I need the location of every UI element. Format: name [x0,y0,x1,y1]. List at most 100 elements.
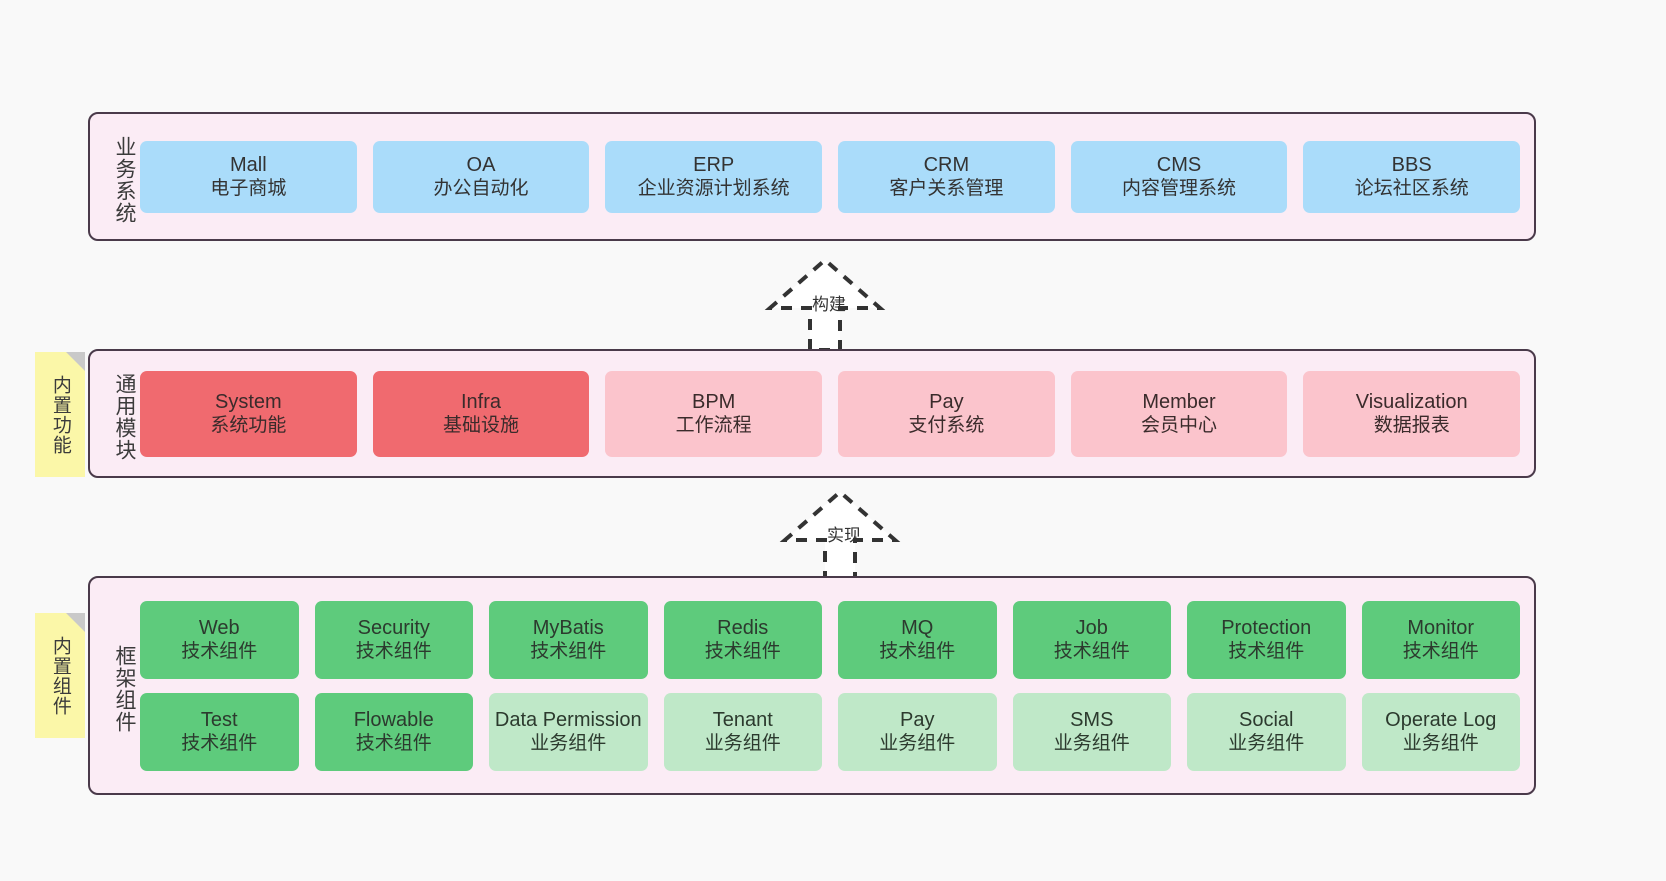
card-subtitle: 技术组件 [879,641,956,663]
card-pay[interactable]: Pay 支付系统 [838,370,1055,457]
card-protection[interactable]: Protection 技术组件 [1187,600,1346,679]
card-title: Job [1075,616,1108,639]
card-title: Protection [1221,616,1312,639]
card-subtitle: 数据报表 [1373,415,1450,437]
card-subtitle: 技术组件 [704,641,781,663]
card-subtitle: 电子商城 [210,178,287,200]
card-title: ERP [693,153,735,176]
card-mybatis[interactable]: MyBatis 技术组件 [489,600,648,679]
card-title: SMS [1070,708,1114,731]
layer-business-title: 业务系统 [113,135,136,224]
card-mq[interactable]: MQ 技术组件 [838,600,997,679]
card-data-permission[interactable]: Data Permission 业务组件 [489,692,648,771]
card-visualization[interactable]: Visualization 数据报表 [1303,370,1521,457]
card-bbs[interactable]: BBS 论坛社区系统 [1303,140,1521,213]
card-mall[interactable]: Mall 电子商城 [140,140,357,213]
layer-common-title: 通用模块 [113,372,136,461]
card-title: MyBatis [532,616,604,639]
card-subtitle: 技术组件 [530,641,607,663]
card-pay-business[interactable]: Pay 业务组件 [838,692,997,771]
card-title: Test [200,708,238,731]
card-title: MQ [901,616,934,639]
card-title: CRM [923,153,970,176]
card-subtitle: 内容管理系统 [1122,178,1237,200]
card-subtitle: 论坛社区系统 [1354,178,1469,200]
card-subtitle: 技术组件 [1228,641,1305,663]
card-title: System [214,390,282,413]
card-subtitle: 业务组件 [1402,733,1479,755]
card-subtitle: 企业资源计划系统 [637,178,790,200]
card-title: Member [1142,390,1216,413]
card-flowable[interactable]: Flowable 技术组件 [314,692,473,771]
card-subtitle: 技术组件 [355,641,432,663]
card-title: OA [466,153,496,176]
card-title: Web [198,616,240,639]
card-security[interactable]: Security 技术组件 [314,600,473,679]
card-subtitle: 业务组件 [879,733,956,755]
card-crm[interactable]: CRM 客户关系管理 [838,140,1055,213]
layer-common-body: System 系统功能 Infra 基础设施 BPM 工作流程 Pay 支付系统… [136,351,1534,476]
card-title: Tenant [712,708,773,731]
card-sms[interactable]: SMS 业务组件 [1012,692,1171,771]
layer-framework-body: Web 技术组件 Security 技术组件 MyBatis 技术组件 Redi… [136,578,1534,793]
card-subtitle: 业务组件 [704,733,781,755]
card-job[interactable]: Job 技术组件 [1012,600,1171,679]
layer-business-system: 业务系统 Mall 电子商城 OA 办公自动化 ERP 企业资源计划系统 CRM… [88,112,1536,241]
card-title: Infra [460,390,502,413]
layer-framework-component: 框架组件 Web 技术组件 Security 技术组件 MyBatis 技术组件… [88,576,1536,795]
card-title: CMS [1156,153,1202,176]
card-row: Web 技术组件 Security 技术组件 MyBatis 技术组件 Redi… [140,600,1520,679]
card-title: Monitor [1407,616,1475,639]
card-subtitle: 办公自动化 [433,178,529,200]
card-subtitle: 客户关系管理 [889,178,1004,200]
connector-implement-label: 实现 [827,526,861,545]
card-test[interactable]: Test 技术组件 [140,692,299,771]
card-subtitle: 业务组件 [530,733,607,755]
card-title: Visualization [1355,390,1468,413]
card-row: System 系统功能 Infra 基础设施 BPM 工作流程 Pay 支付系统… [140,370,1521,457]
layer-common-module: 通用模块 System 系统功能 Infra 基础设施 BPM 工作流程 Pay… [88,349,1536,478]
card-infra[interactable]: Infra 基础设施 [372,370,590,457]
card-title: BPM [692,390,736,413]
card-title: Flowable [353,708,434,731]
card-title: Mall [230,153,267,176]
card-subtitle: 工作流程 [675,415,752,437]
card-tenant[interactable]: Tenant 业务组件 [663,692,822,771]
card-title: Redis [717,616,769,639]
card-social[interactable]: Social 业务组件 [1187,692,1346,771]
card-redis[interactable]: Redis 技术组件 [663,600,822,679]
card-subtitle: 基础设施 [443,415,520,437]
card-subtitle: 会员中心 [1141,415,1218,437]
card-title: Pay [929,390,964,413]
card-title: Operate Log [1385,708,1497,731]
sticky-note-builtin-components: 内置组件 [35,613,85,738]
card-subtitle: 技术组件 [1402,641,1479,663]
card-subtitle: 业务组件 [1228,733,1305,755]
card-title: Social [1239,708,1294,731]
card-title: Data Permission [494,708,642,731]
card-subtitle: 技术组件 [181,733,258,755]
sticky-note-builtin-features: 内置功能 [35,352,85,477]
card-oa[interactable]: OA 办公自动化 [372,140,590,213]
card-subtitle: 业务组件 [1053,733,1130,755]
card-monitor[interactable]: Monitor 技术组件 [1361,600,1520,679]
card-operate-log[interactable]: Operate Log 业务组件 [1361,692,1520,771]
card-bpm[interactable]: BPM 工作流程 [605,370,823,457]
card-subtitle: 技术组件 [1053,641,1130,663]
card-member[interactable]: Member 会员中心 [1070,370,1288,457]
card-subtitle: 技术组件 [181,641,258,663]
card-subtitle: 支付系统 [908,415,985,437]
layer-business-body: Mall 电子商城 OA 办公自动化 ERP 企业资源计划系统 CRM 客户关系… [136,114,1534,239]
card-cms[interactable]: CMS 内容管理系统 [1070,140,1288,213]
card-title: Security [357,616,430,639]
card-title: Pay [900,708,935,731]
card-system[interactable]: System 系统功能 [140,370,357,457]
card-erp[interactable]: ERP 企业资源计划系统 [605,140,823,213]
card-subtitle: 技术组件 [355,733,432,755]
card-web[interactable]: Web 技术组件 [140,600,299,679]
card-row: Mall 电子商城 OA 办公自动化 ERP 企业资源计划系统 CRM 客户关系… [140,140,1521,213]
card-subtitle: 系统功能 [210,415,287,437]
card-title: BBS [1391,153,1432,176]
layer-framework-title: 框架组件 [113,644,136,733]
